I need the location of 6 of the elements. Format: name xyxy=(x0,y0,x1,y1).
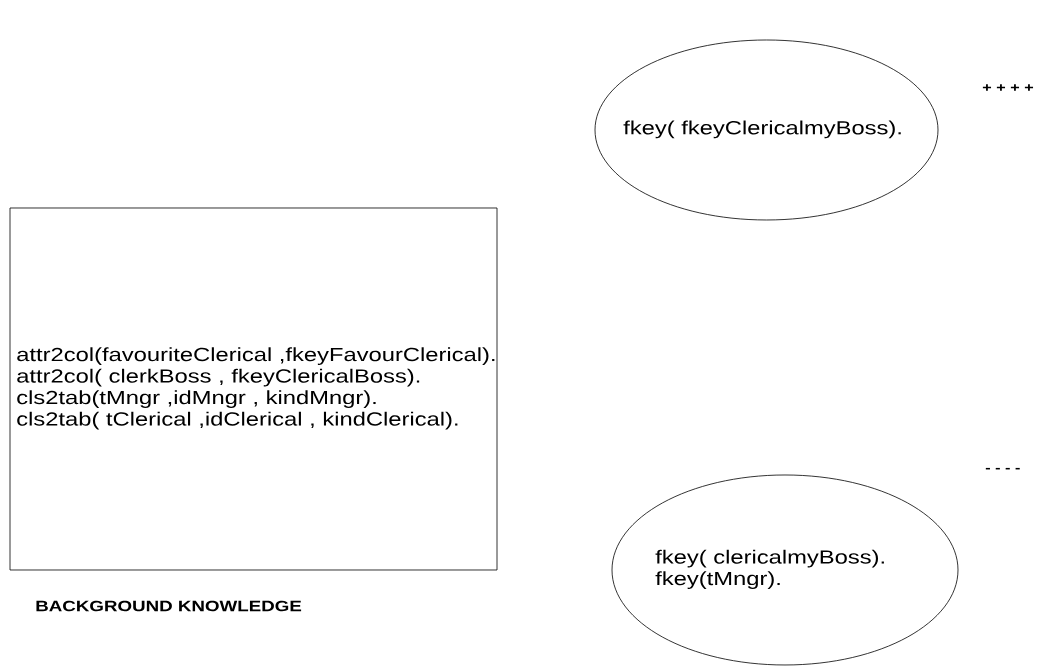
sign-label: - - - - xyxy=(985,467,1020,470)
node-label: BACKGROUND KNOWLEDGE xyxy=(36,600,302,612)
knowledge-box: attr2col(favouriteClerical ,fkeyFavourClerical). attr2col( clerkBoss , fkeyClericalBoss). cls2tab(tMngr ,idMngr , kindMngr). cls2tab( tClerical ,idClerical , kindClerical). xyxy=(9,207,498,571)
ellipse-node: fkey( fkeyClericalmyBoss). xyxy=(594,39,939,221)
ellipse-node: fkey( clericalmyBoss). fkey(tMngr). xyxy=(611,474,959,666)
sign-label: + + + + xyxy=(982,84,1034,91)
